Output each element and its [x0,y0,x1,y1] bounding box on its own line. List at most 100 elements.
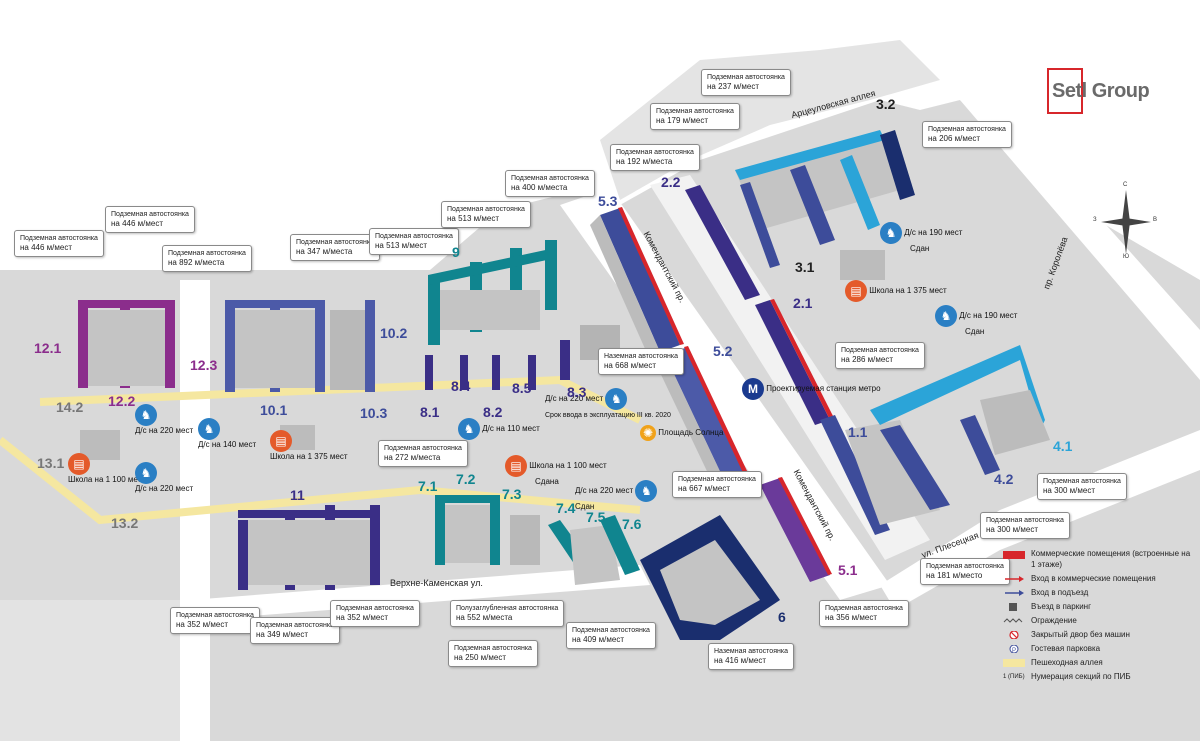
building-4-2 [880,425,950,510]
school-1375-mid: ▤Школа на 1 375 мест [270,430,347,462]
section-label: 5.1 [838,562,858,578]
building-3-1 [735,135,900,230]
compass-icon [1101,190,1151,254]
section-label: 5.2 [713,343,733,359]
legend-item-closed-yard: Закрытый двор без машин [1003,628,1193,642]
section-label: 6 [778,609,786,625]
commercial-swatch [1003,551,1025,559]
map-legend: Коммерческие помещения (встроенные на 1 … [1003,548,1193,684]
section-label: 10.3 [360,405,388,421]
section-label: 7.5 [586,509,606,525]
school-1100-left: ▤Школа на 1 100 мест [68,453,145,485]
section-label: 10.1 [260,402,288,418]
legend-item-numbering: 1 (ПИБ) Нумерация секций по ПИБ [1003,672,1131,681]
section-label: 8.3 [567,384,587,400]
verkhne-kamenskaya-road [190,565,650,620]
legend-item-parking-entry: Въезд в паркинг [1003,600,1193,614]
building-2-2 [685,185,760,300]
no-cars-icon [1009,631,1019,639]
section-label: 7.6 [622,516,642,532]
school-icon: ▤ [505,455,527,477]
compass-west: З [1093,217,1097,223]
compass-rose: С Ю В З [1093,182,1159,262]
building-4-1 [870,345,1045,430]
section-label: 13.2 [111,515,139,531]
section-label: 8.1 [420,404,440,420]
street-verkhne-kamenskaya: Верхне-Каменская ул. [390,578,483,588]
fence-icon [1003,618,1023,623]
section-label: 8.2 [483,404,503,420]
red-arrow-icon [1005,576,1024,582]
section-label: 12.3 [190,357,218,373]
section-label: 14.2 [56,399,84,415]
building-5-2 [665,348,745,482]
compass-east: В [1153,217,1158,223]
section-label: 8.4 [451,378,471,394]
school-icon: ▤ [845,280,867,302]
metro-station: M Проектируемая станция метро [742,378,881,400]
section-label: 4.1 [1053,438,1073,454]
kindergarten-220-done: Д/с на 220 мест ♞Сдан [575,480,658,512]
alley-13 [0,436,641,525]
legend-item-guest-parking: P Гостевая парковка [1003,642,1193,656]
parking-entry-icon [1009,603,1017,611]
legend-item-entry-door: Вход в подъезд [1003,586,1193,600]
legend-item-alley: Пешеходная аллея [1003,656,1193,670]
building-5-3 [600,208,680,352]
rocking-horse-icon: ♞ [935,305,957,327]
svg-text:P: P [1012,648,1016,653]
section-label: 7.4 [556,500,576,516]
korolyova-road [960,95,1200,380]
kindergarten-220-a: ♞Д/с на 220 мест [135,404,193,436]
guest-parking-icon: P [1009,645,1019,653]
building-2-1 [755,300,830,425]
metro-icon: M [742,378,764,400]
section-label: 3.1 [795,259,815,275]
lower-area [0,600,180,741]
building-5-1 [760,478,830,582]
square-solntsa: ✺ Площадь Солнца [640,425,723,441]
section-label: 5.3 [598,193,618,209]
rocking-horse-icon: ♞ [458,418,480,440]
setl-group-logo: Setl Group [1047,68,1165,114]
logo-frame [1047,68,1083,114]
section-label: 7.2 [456,471,476,487]
section-label: 9 [452,244,460,260]
legend-item-entry-commercial: Вход в коммерческие помещения [1003,572,1193,586]
rocking-horse-icon: ♞ [605,388,628,410]
rocking-horse-icon: ♞ [880,222,902,244]
rocking-horse-icon: ♞ [135,404,157,426]
building-1-1 [820,415,890,535]
kindergarten-140: ♞Д/с на 140 мест [198,418,256,450]
sun-icon: ✺ [640,425,656,441]
legend-item-fence: Ограждение [1003,614,1193,628]
blue-arrow-icon [1005,590,1024,596]
